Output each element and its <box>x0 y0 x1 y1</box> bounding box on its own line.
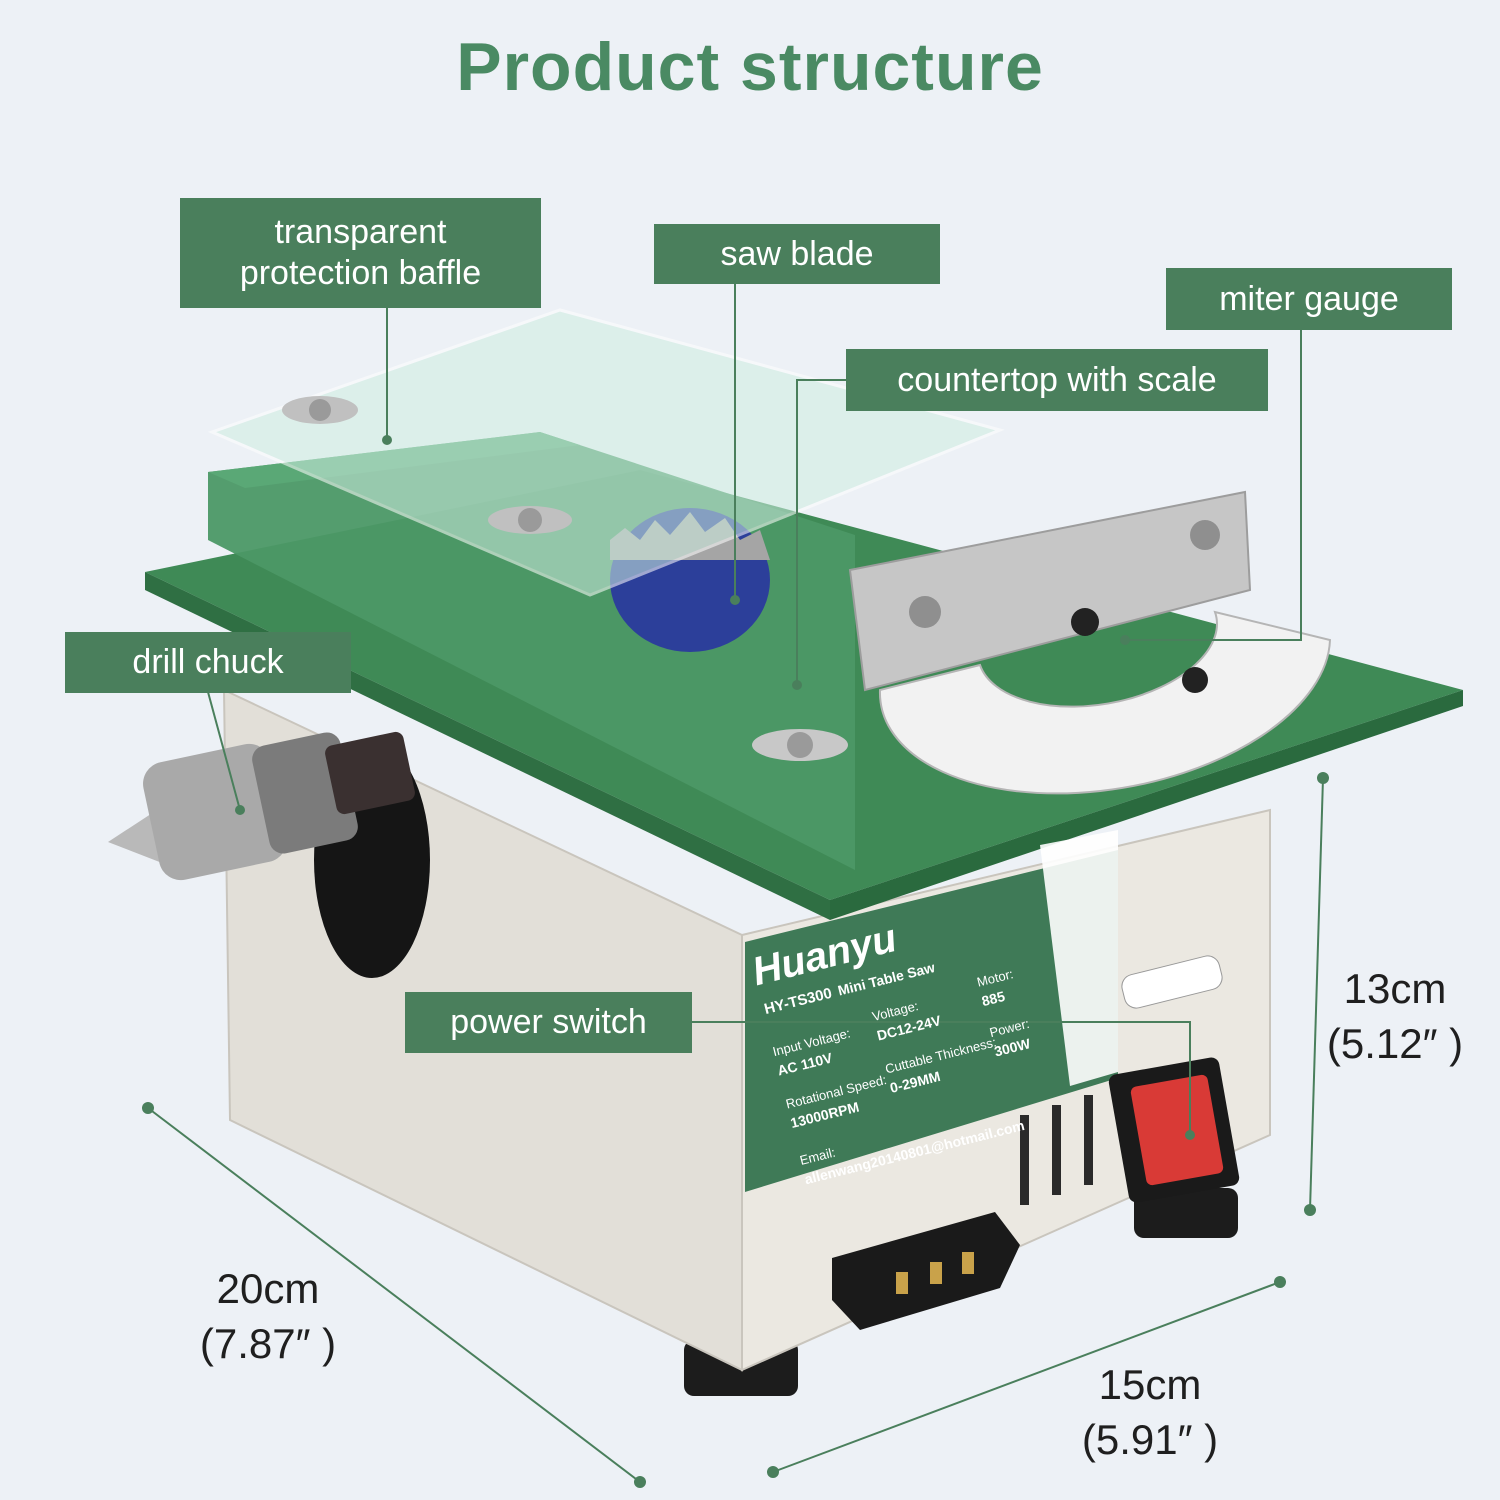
acrylic-baffle <box>207 308 1005 597</box>
dim-dot <box>142 1102 154 1114</box>
dim-dot <box>767 1466 779 1478</box>
miter-screw <box>909 596 941 628</box>
miter-fence <box>848 490 1252 692</box>
depth-line <box>147 1107 641 1483</box>
height-cm: 13cm <box>1343 965 1447 1012</box>
width-in: (5.91″ ) <box>1081 1415 1219 1463</box>
plate-motor: 885 <box>980 988 1007 1009</box>
pointer-dots <box>235 435 1195 1140</box>
depth-cm: 20cm <box>216 1265 320 1312</box>
table-edge-right <box>830 690 1463 920</box>
width-line <box>772 1281 1281 1473</box>
pointer-dot <box>1185 1130 1195 1140</box>
pointer-drill-chuck <box>207 691 241 811</box>
inlet-pin <box>962 1252 974 1274</box>
pointer-dot <box>382 435 392 445</box>
speed-slot <box>1121 955 1223 1009</box>
vent <box>1020 1115 1029 1205</box>
miter-protractor <box>878 610 1332 795</box>
dimension-dots <box>142 772 1329 1488</box>
dimension-width: 15cm (5.91″ ) <box>1060 1358 1240 1467</box>
width-cm: 15cm <box>1098 1361 1202 1408</box>
pointer-dot <box>235 805 245 815</box>
dimension-depth: 20cm (7.87″ ) <box>178 1262 358 1371</box>
pointer-countertop <box>796 379 847 685</box>
wing-nut <box>282 396 358 424</box>
dim-dot <box>1274 1276 1286 1288</box>
dim-dot <box>1317 772 1329 784</box>
pointer-dot <box>1120 635 1130 645</box>
pointer-dot <box>792 680 802 690</box>
height-line <box>1309 777 1324 1211</box>
dimension-height: 13cm (5.12″ ) <box>1305 962 1485 1071</box>
pointer-power-switch <box>692 1021 1191 1135</box>
callout-miter-gauge: miter gauge <box>1166 268 1452 330</box>
dimension-lines <box>147 777 1324 1483</box>
wing-nut <box>488 506 572 534</box>
pointer-lines <box>207 283 1302 1135</box>
callout-drill-chuck: drill chuck <box>65 632 351 693</box>
rubber-foot <box>1134 1188 1238 1238</box>
power-inlet <box>832 1212 1020 1330</box>
vent <box>1052 1105 1061 1195</box>
drill-chuck-shaft <box>325 731 415 815</box>
callout-power-switch: power switch <box>405 992 692 1053</box>
callout-transparent-protection-baffle: transparent protection baffle <box>180 198 541 308</box>
height-in: (5.12″ ) <box>1326 1019 1464 1067</box>
inlet-pin <box>896 1272 908 1294</box>
dim-dot <box>1304 1204 1316 1216</box>
pointer-miter-gauge <box>1125 329 1302 641</box>
pointer-dot <box>730 595 740 605</box>
power-switch-rocker <box>1130 1074 1224 1186</box>
callout-saw-blade: saw blade <box>654 224 940 284</box>
wing-nut <box>752 729 848 761</box>
page-title: Product structure <box>456 29 1044 105</box>
depth-in: (7.87″ ) <box>199 1319 337 1367</box>
inlet-pin <box>930 1262 942 1284</box>
drill-chuck-body <box>143 743 287 881</box>
dim-dot <box>634 1476 646 1488</box>
miter-knob <box>1182 667 1208 693</box>
vent <box>1084 1095 1093 1185</box>
miter-knob <box>1071 608 1099 636</box>
callout-countertop-with-scale: countertop with scale <box>846 349 1268 411</box>
miter-screw <box>1190 520 1220 550</box>
